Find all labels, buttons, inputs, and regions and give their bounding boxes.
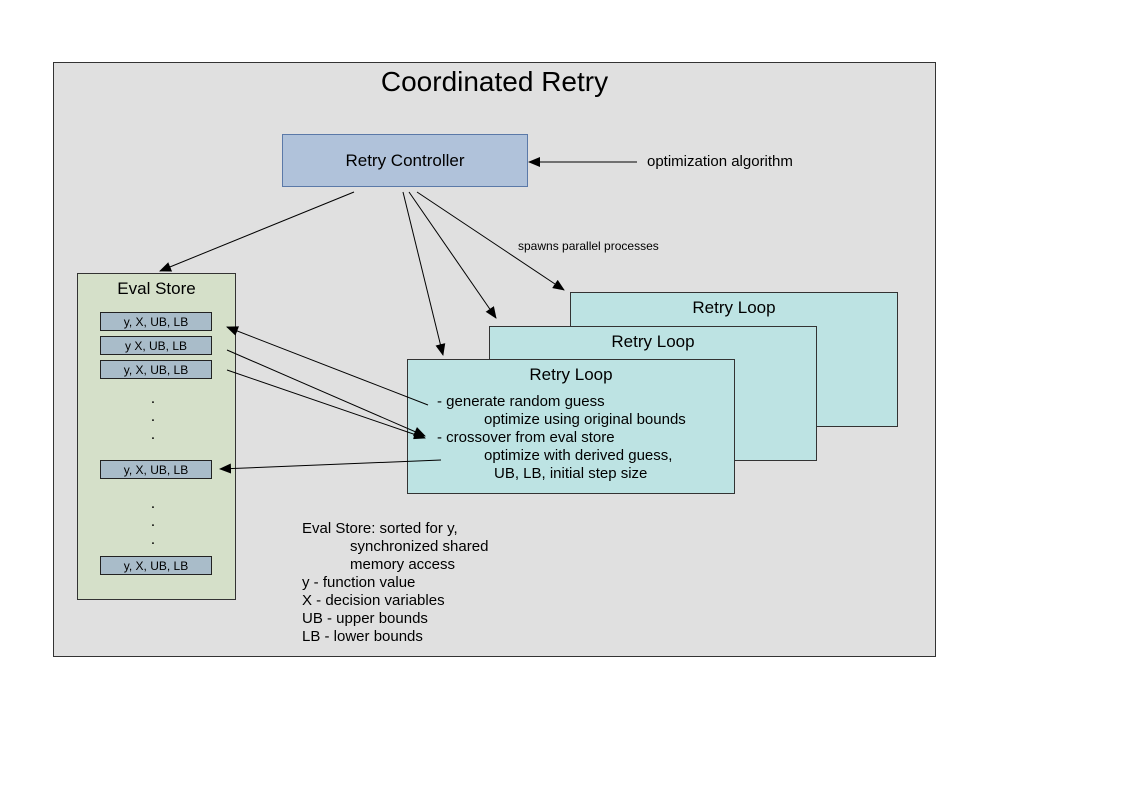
legend-line: UB - upper bounds xyxy=(302,610,428,627)
spawns-label: spawns parallel processes xyxy=(518,239,659,253)
loop-step-step-size: UB, LB, initial step size xyxy=(494,465,648,482)
arrow-controller-to-loop-back xyxy=(416,191,565,291)
legend-line: memory access xyxy=(350,556,456,573)
diagram-title: Coordinated Retry xyxy=(380,66,609,97)
arrow-controller-to-store xyxy=(159,191,355,272)
eval-store-title: Eval Store xyxy=(117,279,196,298)
arrow-entry3-to-loop xyxy=(226,369,426,440)
arrow-controller-to-loop-middle xyxy=(408,191,497,319)
ellipsis-dots: ... xyxy=(150,495,156,548)
legend-line: synchronized shared xyxy=(350,538,489,555)
eval-store-entry: y, X, UB, LB xyxy=(100,556,212,575)
optimization-algorithm-label: optimization algorithm xyxy=(647,153,793,170)
arrow-entry2-to-loop xyxy=(226,349,426,437)
loop-step-random-guess: - generate random guess xyxy=(437,393,605,410)
retry-loop-title: Retry Loop xyxy=(692,298,776,317)
retry-loop-title: Retry Loop xyxy=(529,365,613,384)
eval-store-entry: y X, UB, LB xyxy=(100,336,212,355)
retry-controller-label: Retry Controller xyxy=(345,150,465,170)
loop-step-original-bounds: optimize using original bounds xyxy=(484,411,686,428)
retry-loop-title: Retry Loop xyxy=(611,332,695,351)
retry-controller-box: Retry Controller xyxy=(282,134,528,187)
legend-line: X - decision variables xyxy=(302,592,445,609)
eval-store-entry: y, X, UB, LB xyxy=(100,460,212,479)
loop-step-derived-guess: optimize with derived guess, xyxy=(484,447,673,464)
ellipsis-dots: ... xyxy=(150,390,156,443)
legend-line: y - function value xyxy=(302,574,416,591)
loop-step-crossover: - crossover from eval store xyxy=(437,429,615,446)
arrow-controller-to-loop-front xyxy=(402,191,446,356)
legend: Eval Store: sorted for y, synchronized s… xyxy=(302,520,488,646)
eval-store-entry: y, X, UB, LB xyxy=(100,360,212,379)
legend-line: Eval Store: sorted for y, xyxy=(302,520,458,537)
retry-loop-front: Retry Loop - generate random guess optim… xyxy=(407,359,735,494)
eval-store-entry: y, X, UB, LB xyxy=(100,312,212,331)
arrow-loop-to-store-entry1 xyxy=(226,326,429,406)
legend-line: LB - lower bounds xyxy=(302,628,423,645)
arrow-loop-to-store-entry4 xyxy=(219,459,442,474)
